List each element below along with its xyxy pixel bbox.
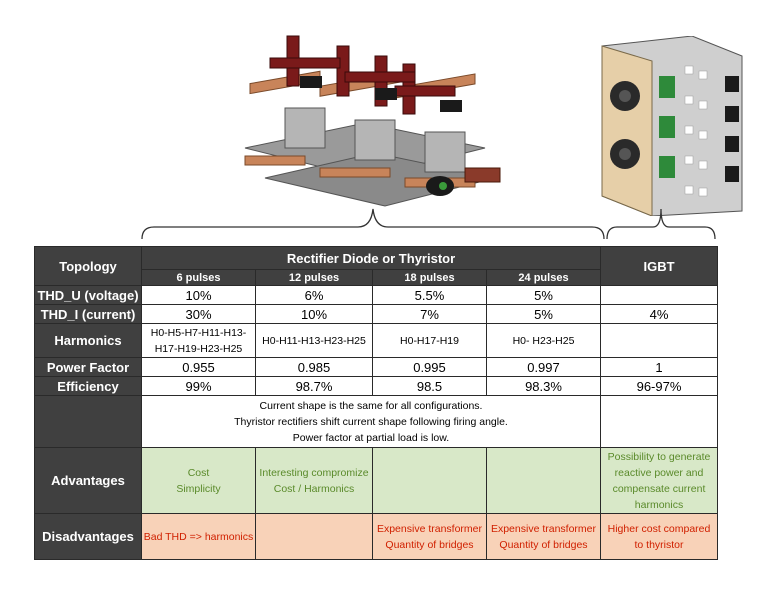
- table-cell: 5.5%: [372, 285, 487, 305]
- igbt-cell: [600, 323, 718, 358]
- table-cell: H0-H5-H7-H11-H13-H17-H19-H23-H25: [141, 323, 256, 358]
- table-cell: 10%: [141, 285, 256, 305]
- advantage-cell: Interesting compromize Cost / Harmonics: [255, 447, 373, 514]
- disadvantage-line: Quantity of bridges: [385, 538, 474, 551]
- table-cell: 98.3%: [486, 376, 601, 396]
- topology-comparison-table: Topology Rectifier Diode or Thyristor IG…: [34, 246, 718, 560]
- disadvantage-cell: Higher cost compared to thyristor: [600, 513, 718, 560]
- table-cell: 0.985: [255, 357, 373, 377]
- disadvantages-row: Disadvantages Bad THD => harmonics Expen…: [34, 513, 718, 560]
- disadvantage-line: to thyristor: [634, 538, 684, 551]
- notes-row: Current shape is the same for all config…: [34, 395, 718, 448]
- note-line: Current shape is the same for all config…: [259, 399, 483, 412]
- table-cell: 5%: [486, 285, 601, 305]
- pulse-header: 12 pulses: [255, 269, 373, 286]
- table-cell: 7%: [372, 304, 487, 324]
- disadvantage-line: Quantity of bridges: [499, 538, 588, 551]
- advantage-cell: [486, 447, 601, 514]
- advantage-line: compensate current: [612, 482, 706, 495]
- igbt-cell: [600, 285, 718, 305]
- table-row: Power Factor 0.955 0.985 0.995 0.997 1: [34, 357, 718, 377]
- pulse-header: 18 pulses: [372, 269, 487, 286]
- table-cell: 0.955: [141, 357, 256, 377]
- table-cell: H0-H11-H13-H23-H25: [255, 323, 373, 358]
- table-row: Harmonics H0-H5-H7-H11-H13-H17-H19-H23-H…: [34, 323, 718, 358]
- table-cell: 30%: [141, 304, 256, 324]
- row-label: THD_I (current): [34, 304, 142, 324]
- rectifier-group-header: Rectifier Diode or Thyristor: [141, 246, 601, 270]
- rectifier-brace: [141, 208, 605, 240]
- advantage-cell: Possibility to generate reactive power a…: [600, 447, 718, 514]
- disadvantage-line: Higher cost compared: [607, 522, 711, 535]
- row-label: Advantages: [34, 447, 142, 514]
- disadvantage-cell: Expensive transformer Quantity of bridge…: [486, 513, 601, 560]
- table-cell: H0- H23-H25: [486, 323, 601, 358]
- table-row: Efficiency 99% 98.7% 98.5 98.3% 96-97%: [34, 376, 718, 396]
- table-cell: 99%: [141, 376, 256, 396]
- note-line: Thyristor rectifiers shift current shape…: [234, 415, 508, 428]
- note-line: Power factor at partial load is low.: [292, 431, 450, 444]
- igbt-cell: [600, 395, 718, 448]
- row-label: Power Factor: [34, 357, 142, 377]
- row-label: Disadvantages: [34, 513, 142, 560]
- advantage-line: Possibility to generate: [607, 450, 711, 463]
- table-cell: 0.995: [372, 357, 487, 377]
- disadvantage-cell: Bad THD => harmonics: [141, 513, 256, 560]
- row-label-empty: [34, 395, 142, 448]
- table-cell: 10%: [255, 304, 373, 324]
- pulse-header: 6 pulses: [141, 269, 256, 286]
- notes-cell: Current shape is the same for all config…: [141, 395, 601, 448]
- disadvantage-line: Expensive transformer: [490, 522, 597, 535]
- igbt-header: IGBT: [600, 246, 718, 286]
- advantage-cell: [372, 447, 487, 514]
- disadvantage-cell: Expensive transformer Quantity of bridge…: [372, 513, 487, 560]
- advantage-line: Cost: [187, 466, 210, 479]
- igbt-cell: 96-97%: [600, 376, 718, 396]
- table-row: THD_U (voltage) 10% 6% 5.5% 5%: [34, 285, 718, 305]
- table-cell: 6%: [255, 285, 373, 305]
- table-cell: 0.997: [486, 357, 601, 377]
- advantages-row: Advantages Cost Simplicity Interesting c…: [34, 447, 718, 514]
- row-label: THD_U (voltage): [34, 285, 142, 305]
- table-cell: H0-H17-H19: [372, 323, 487, 358]
- table-row: THD_I (current) 30% 10% 7% 5% 4%: [34, 304, 718, 324]
- igbt-cell: 4%: [600, 304, 718, 324]
- table-cell: 5%: [486, 304, 601, 324]
- igbt-module-image: [601, 36, 743, 216]
- igbt-brace: [606, 208, 716, 240]
- igbt-cell: 1: [600, 357, 718, 377]
- advantage-line: reactive power and: [614, 466, 704, 479]
- table-cell: 98.7%: [255, 376, 373, 396]
- disadvantage-line: Expensive transformer: [376, 522, 483, 535]
- row-label: Efficiency: [34, 376, 142, 396]
- row-label: Harmonics: [34, 323, 142, 358]
- table-cell: 98.5: [372, 376, 487, 396]
- advantage-line: Simplicity: [176, 482, 221, 495]
- disadvantage-line: Bad THD => harmonics: [143, 530, 254, 543]
- advantage-line: Cost / Harmonics: [273, 482, 355, 495]
- pulse-header: 24 pulses: [486, 269, 601, 286]
- topology-header: Topology: [34, 246, 142, 286]
- disadvantage-cell: [255, 513, 373, 560]
- advantage-line: Interesting compromize: [259, 466, 369, 479]
- rectifier-assembly-image: [244, 35, 501, 207]
- advantage-line: harmonics: [634, 498, 684, 511]
- advantage-cell: Cost Simplicity: [141, 447, 256, 514]
